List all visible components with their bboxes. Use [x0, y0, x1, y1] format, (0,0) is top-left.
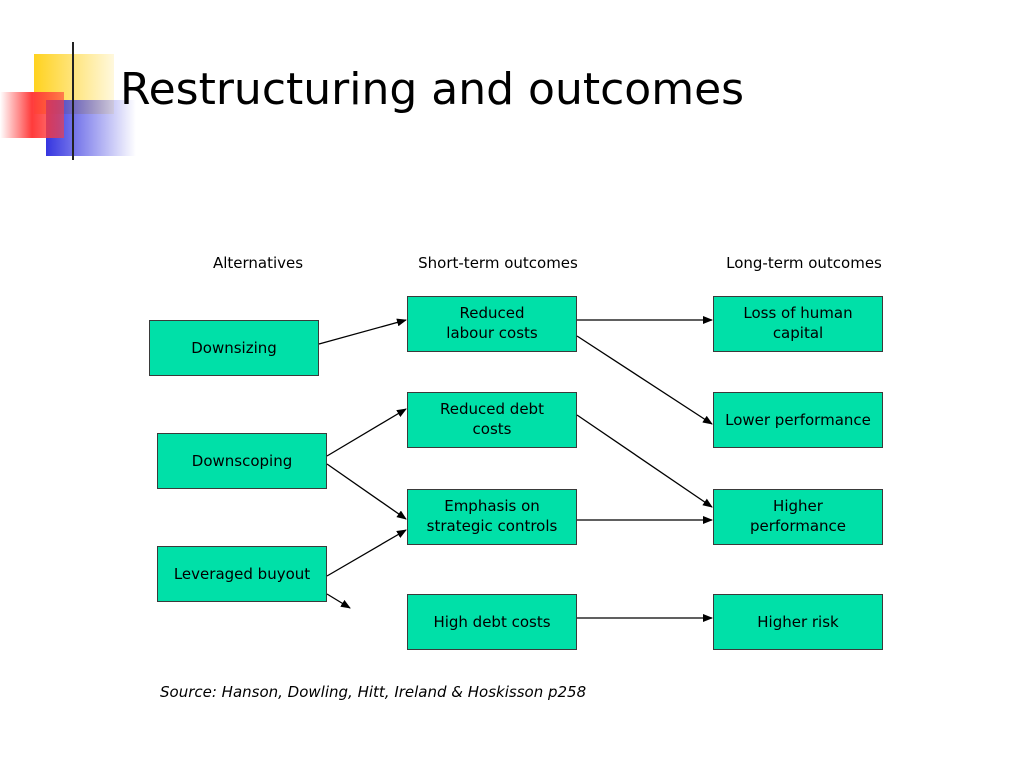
column-header-short-term: Short-term outcomes: [418, 254, 578, 272]
slide-title: Restructuring and outcomes: [120, 64, 745, 115]
box-higher-performance: Higher performance: [713, 489, 883, 545]
box-downscoping: Downscoping: [157, 433, 327, 489]
box-leveraged-buyout: Leveraged buyout: [157, 546, 327, 602]
source-citation: Source: Hanson, Dowling, Hitt, Ireland &…: [160, 683, 587, 701]
box-reduced-labour-costs: Reduced labour costs: [407, 296, 577, 352]
box-reduced-debt-costs: Reduced debt costs: [407, 392, 577, 448]
deco-red-bar: [0, 92, 64, 138]
arrow-downscoping-to-reduced-debt: [326, 408, 407, 457]
box-emphasis-strategic-controls: Emphasis on strategic controls: [407, 489, 577, 545]
title-decoration: [0, 42, 1010, 160]
arrow-lbo-to-emphasis: [326, 529, 407, 577]
arrow-reduced-debt-to-higher-performance: [576, 414, 713, 508]
arrow-reduced-labour-to-lower-performance: [576, 335, 713, 425]
arrow-downscoping-to-emphasis: [326, 463, 407, 520]
box-lower-performance: Lower performance: [713, 392, 883, 448]
column-header-long-term: Long-term outcomes: [726, 254, 882, 272]
box-high-debt-costs: High debt costs: [407, 594, 577, 650]
box-higher-risk: Higher risk: [713, 594, 883, 650]
box-downsizing: Downsizing: [149, 320, 319, 376]
box-loss-of-human-capital: Loss of human capital: [713, 296, 883, 352]
arrow-downsizing-to-reduced-labour: [318, 318, 407, 345]
arrow-lbo-to-high-debt: [326, 593, 351, 609]
column-header-alternatives: Alternatives: [212, 254, 304, 272]
